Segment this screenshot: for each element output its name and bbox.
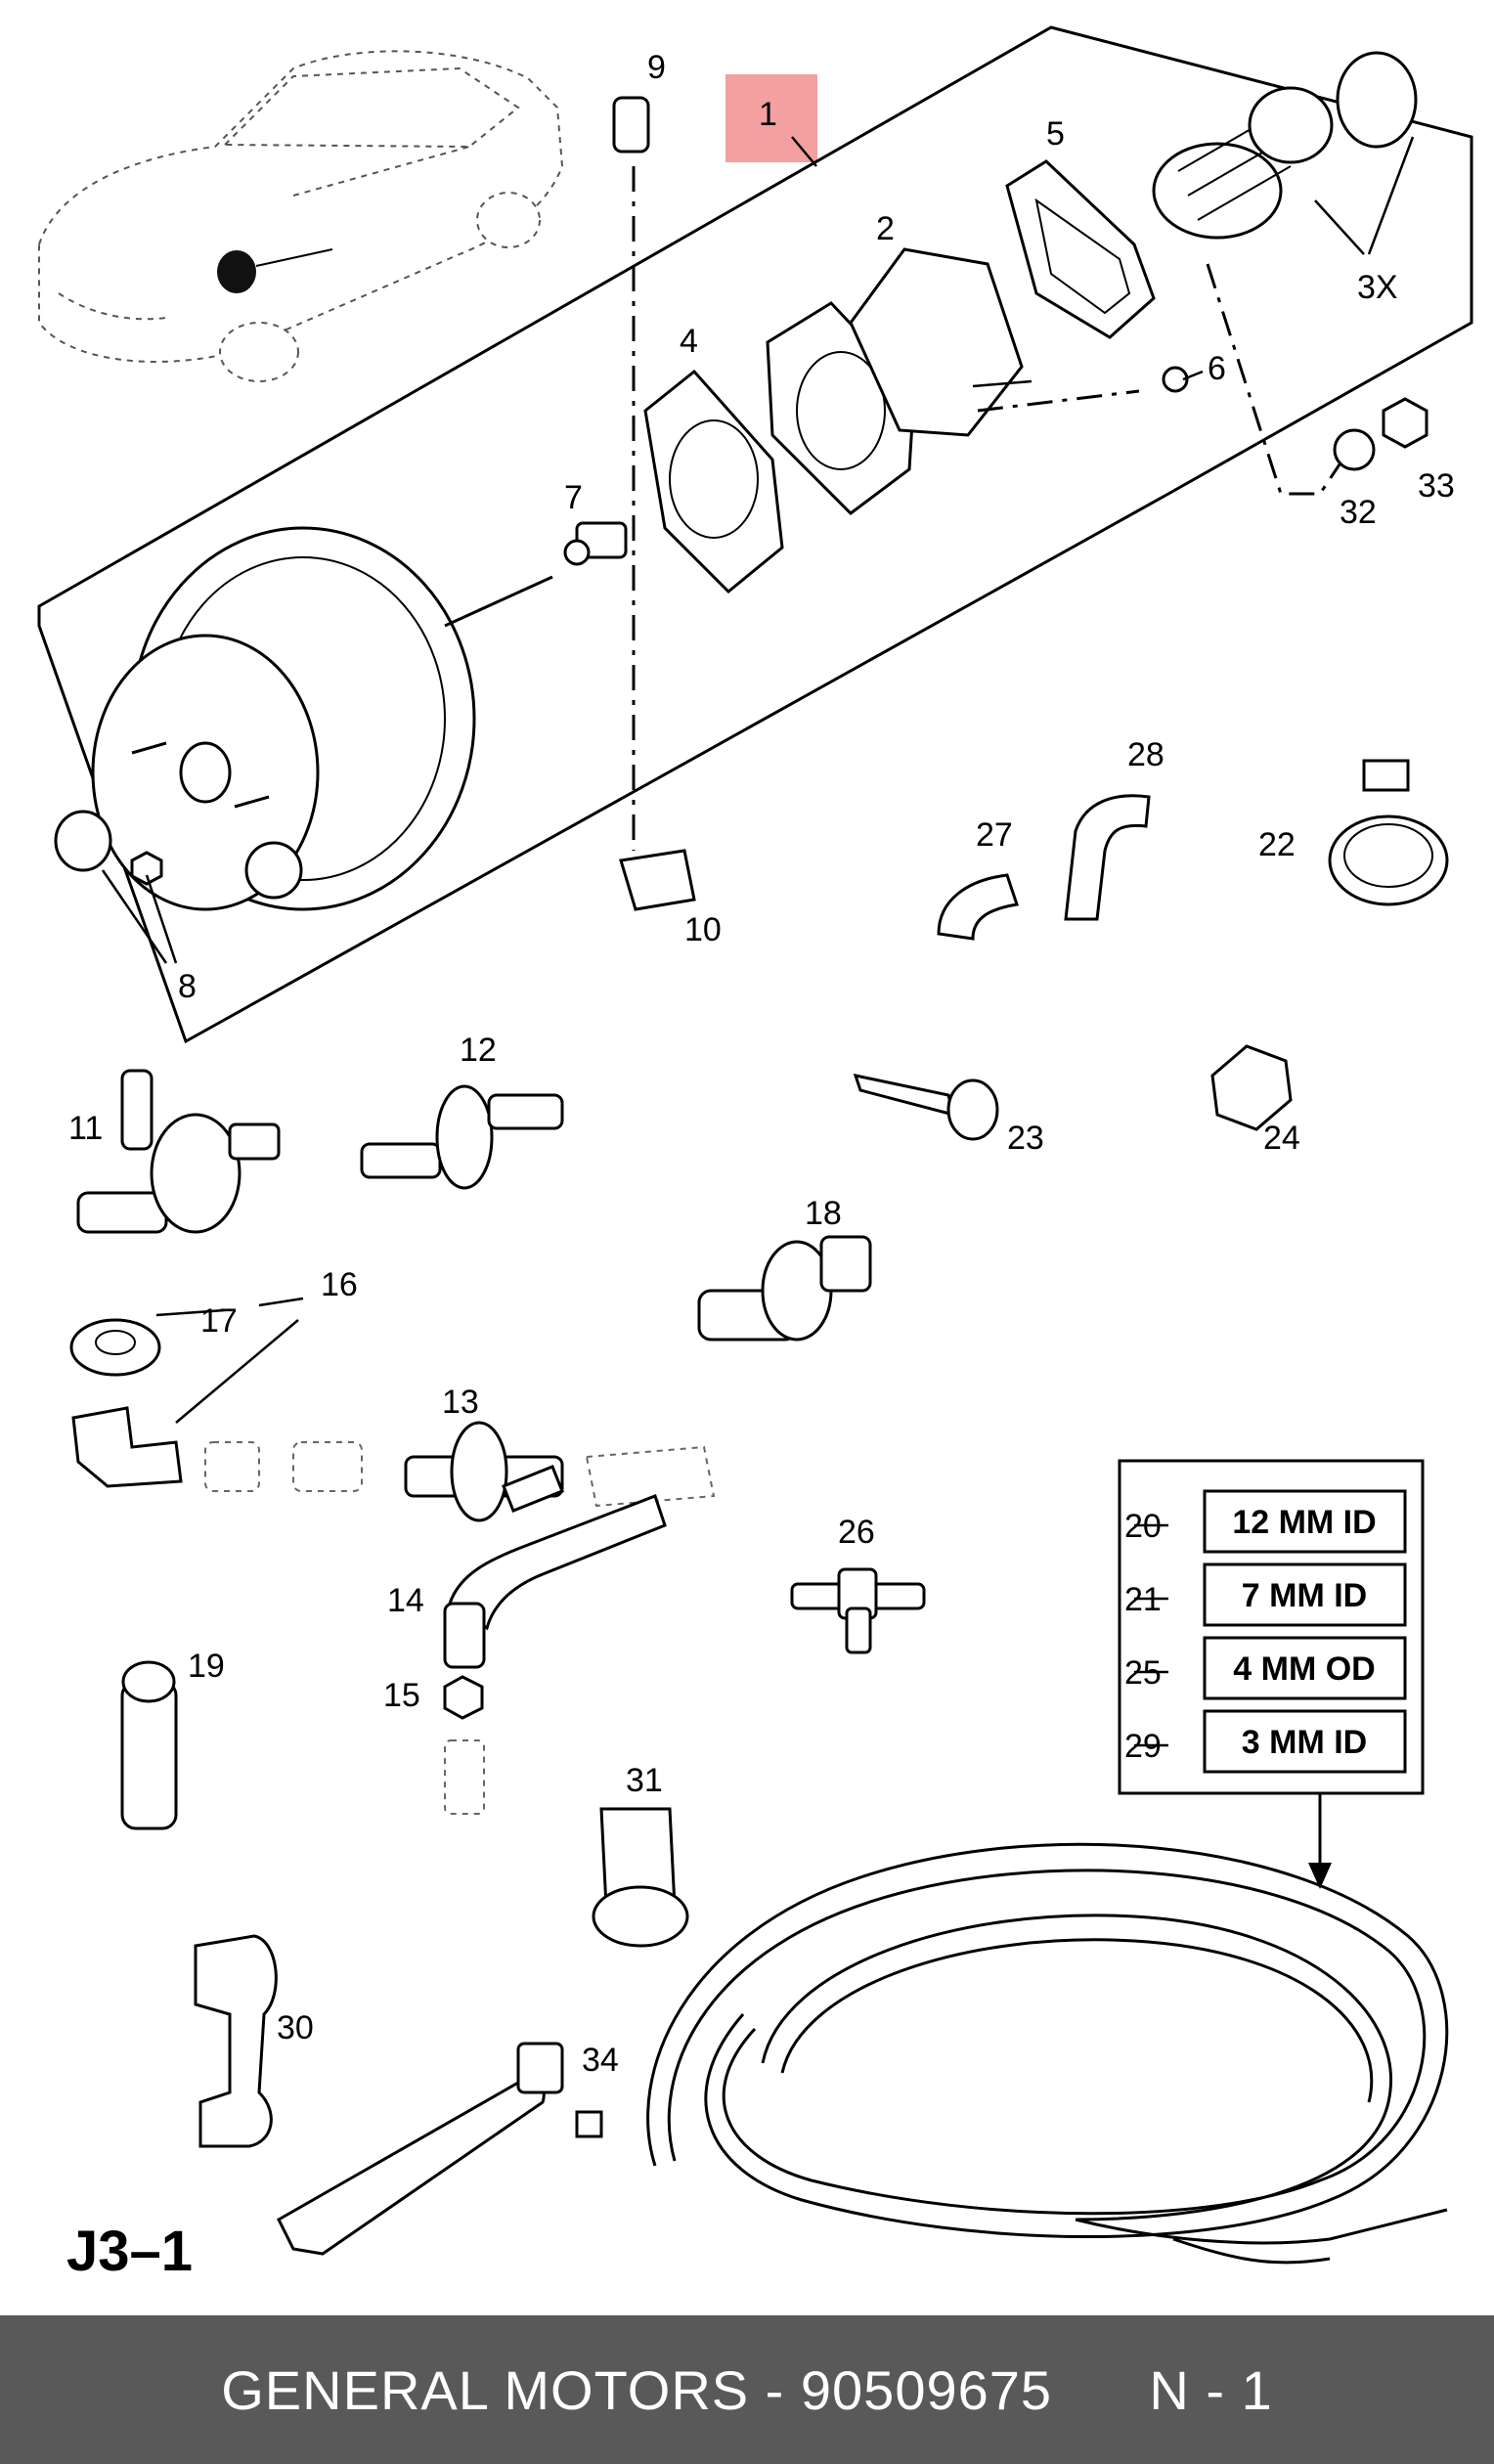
callout-18: 18: [805, 1195, 842, 1232]
footer-part-number: 90509675: [800, 2358, 1053, 2421]
fitting-19: [120, 1660, 178, 1830]
nut-24: [1210, 1044, 1293, 1131]
hose-28: [1064, 794, 1151, 921]
footer-page: N - 1: [1149, 2358, 1273, 2421]
callout-9: 9: [647, 49, 666, 86]
gasket-5: [1005, 159, 1156, 339]
exploded-view-frame: [37, 25, 1473, 1044]
callout-19: 19: [188, 1648, 225, 1685]
callout-34: 34: [582, 2042, 619, 2079]
hose-ref-20: 20: [1124, 1508, 1162, 1545]
washer-32: [1333, 428, 1376, 471]
callout-33: 33: [1418, 467, 1455, 505]
tee-26: [790, 1567, 926, 1654]
callout-16: 16: [321, 1266, 358, 1303]
footer-bar: GENERAL MOTORS - 90509675 N - 1: [0, 2315, 1494, 2464]
callout-26: 26: [838, 1514, 875, 1551]
tee-valve-13: [404, 1421, 564, 1522]
fitting-11: [76, 1069, 281, 1234]
callout-24: 24: [1263, 1120, 1300, 1157]
footer-brand: GENERAL MOTORS: [221, 2358, 750, 2421]
callout-1: 1: [759, 96, 777, 133]
check-valve-12: [360, 1084, 564, 1190]
pin-9: [612, 96, 650, 154]
footer-separator: -: [765, 2358, 785, 2421]
hose-size-rows: 20 12 MM ID 21 7 MM ID 25 4 MM OD 29 3 M…: [1124, 1489, 1407, 1774]
brake-booster: [91, 526, 553, 911]
callout-11: 11: [68, 1110, 103, 1147]
callout-5: 5: [1046, 115, 1065, 153]
hose-ref-25: 25: [1124, 1654, 1162, 1692]
bolt-23: [853, 1073, 999, 1141]
coiled-hose: [646, 1842, 1449, 2265]
callout-27: 27: [976, 816, 1013, 854]
clip-31: [592, 1807, 689, 1948]
hose-ref-29: 29: [1124, 1728, 1162, 1765]
elbow-fitting-16: [71, 1406, 183, 1488]
callout-32: 32: [1340, 494, 1377, 531]
clip-30: [194, 1934, 278, 2148]
callout-8: 8: [178, 968, 197, 1005]
clevis: [563, 521, 628, 566]
boot-3x: [1152, 51, 1418, 240]
hose-clamp-22: [1328, 759, 1449, 906]
hose-27: [937, 873, 1019, 941]
hose-size-4mm-od: 4 MM OD: [1233, 1650, 1375, 1688]
mounting-bracket-2: [849, 247, 1024, 437]
callout-30: 30: [277, 2009, 314, 2046]
parts-diagram: 1 2 3X 4 5 6 7 8 9 10 11 12 13 14 15 16 …: [37, 25, 1473, 2283]
callout-31: 31: [626, 1762, 663, 1799]
callout-7: 7: [564, 479, 583, 516]
callout-22: 22: [1258, 826, 1296, 863]
callout-13: 13: [442, 1384, 479, 1421]
clip-10: [619, 849, 696, 911]
callout-17: 17: [200, 1302, 238, 1340]
sealant-tube-34: [277, 2042, 603, 2256]
callout-23: 23: [1007, 1120, 1044, 1157]
booster-location-marker: [217, 250, 256, 293]
hose-size-7mm-id: 7 MM ID: [1242, 1577, 1367, 1614]
hose-size-12mm-id: 12 MM ID: [1232, 1504, 1376, 1541]
hose-14: [448, 1494, 667, 1631]
callout-labels: 1 2 3X 4 5 6 7 8 9 10 11 12 13 14 15 16 …: [68, 49, 1455, 2079]
callout-14: 14: [387, 1582, 424, 1619]
booster-nut: [130, 851, 163, 886]
callout-15: 15: [383, 1677, 420, 1714]
callout-28: 28: [1127, 736, 1164, 773]
nut-33: [1382, 397, 1428, 449]
hose-size-3mm-id: 3 MM ID: [1242, 1724, 1367, 1761]
callout-6: 6: [1208, 350, 1226, 387]
callout-4: 4: [680, 323, 698, 360]
nut-6: [1162, 366, 1189, 393]
callout-3x: 3X: [1357, 269, 1398, 306]
seal-ring: [54, 810, 112, 872]
hose-ref-21: 21: [1124, 1581, 1162, 1618]
hose-size-table: [1118, 1459, 1425, 1795]
fitting-18: [697, 1235, 872, 1342]
grommet-17: [69, 1318, 161, 1377]
gasket-4: [643, 369, 784, 594]
callout-10: 10: [684, 911, 722, 948]
nut-15: [443, 1675, 484, 1720]
page-code: J3–1: [66, 2220, 193, 2283]
callout-12: 12: [460, 1032, 497, 1069]
car-location-illustration: [38, 50, 564, 382]
callout-2: 2: [876, 210, 895, 247]
